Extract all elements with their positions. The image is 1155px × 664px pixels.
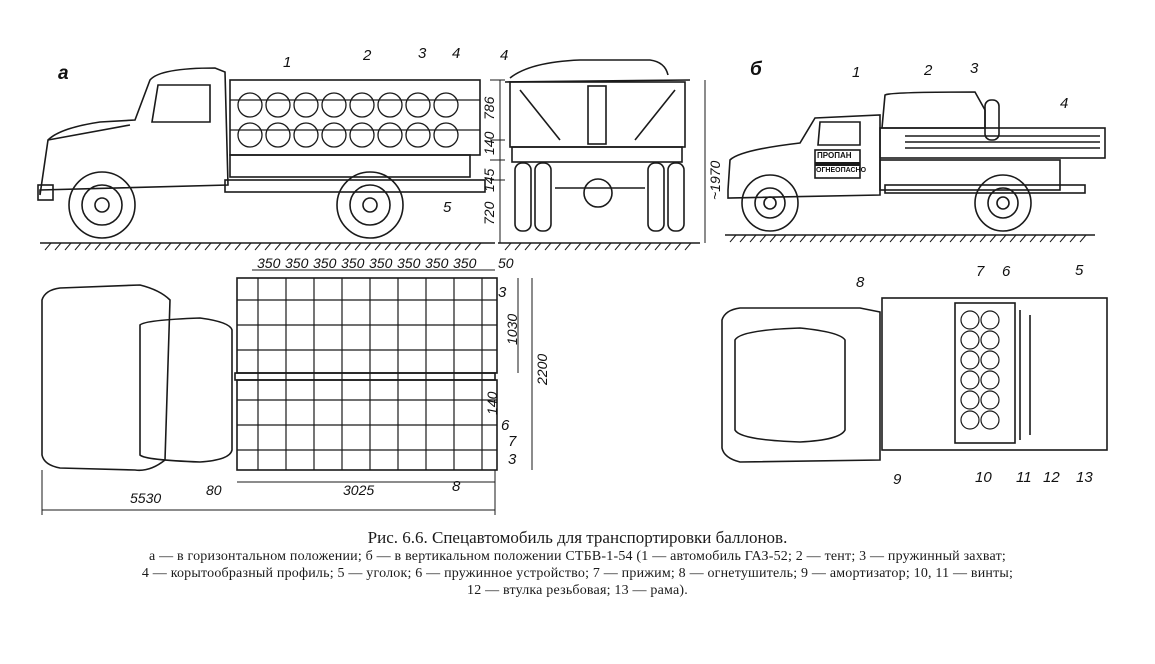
door-text-propane: ПРОПАН	[817, 151, 852, 160]
dim-5530: 5530	[130, 490, 162, 506]
top-label-8: 8	[452, 478, 461, 495]
top-label-6: 6	[501, 417, 510, 434]
dim-350: 350	[313, 255, 337, 271]
label-3: 3	[418, 45, 427, 62]
figure-legend-line-1: а — в горизонтальном положении; б — в ве…	[148, 549, 1007, 564]
dim-350: 350	[369, 255, 393, 271]
b-label-3: 3	[970, 60, 979, 77]
dim-720: 720	[481, 201, 497, 225]
truck-b-top	[721, 297, 1108, 463]
dim-145: 145	[481, 168, 497, 192]
truck-a-rear	[504, 59, 706, 243]
b-top-label-5: 5	[1075, 262, 1084, 279]
dim-350: 350	[285, 255, 309, 271]
dim-350: 350	[425, 255, 449, 271]
top-label-3b: 3	[508, 451, 517, 468]
label-5: 5	[443, 199, 452, 216]
b-label-2: 2	[924, 62, 933, 79]
rear-label-4: 4	[500, 47, 509, 64]
dim-350: 350	[257, 255, 281, 271]
truck-a-top	[41, 269, 533, 515]
b-label-1: 1	[852, 64, 861, 81]
label-2: 2	[363, 47, 372, 64]
b-top-label-10: 10	[975, 469, 992, 486]
panel-b-letter: б	[750, 59, 762, 80]
figure-title: Рис. 6.6. Спецавтомобиль для транспортир…	[367, 528, 788, 547]
dim-350: 350	[453, 255, 477, 271]
figure-legend-line-3: 12 — втулка резьбовая; 13 — рама).	[467, 583, 688, 598]
b-top-label-6: 6	[1002, 263, 1011, 280]
dimension-lines-a-side	[490, 79, 505, 243]
top-label-7: 7	[508, 433, 517, 450]
b-top-label-7: 7	[976, 263, 985, 280]
label-4: 4	[452, 45, 461, 62]
figure-legend-line-2: 4 — корытообразный профиль; 5 — уголок; …	[141, 566, 1014, 581]
ground-hatch	[40, 234, 1095, 251]
b-label-4: 4	[1060, 95, 1069, 112]
b-top-label-8: 8	[856, 274, 865, 291]
dim-1970: ~1970	[707, 160, 723, 200]
label-1: 1	[283, 54, 292, 71]
dim-140-top: 140	[484, 391, 500, 415]
panel-a-letter: а	[58, 63, 69, 84]
b-top-label-13: 13	[1076, 469, 1093, 486]
dim-3025: 3025	[343, 482, 375, 498]
b-top-label-9: 9	[893, 471, 902, 488]
dim-80: 80	[206, 482, 222, 498]
b-top-label-12: 12	[1043, 469, 1060, 486]
dim-2200: 2200	[534, 353, 550, 385]
dim-50: 50	[498, 255, 514, 271]
truck-a-side	[37, 67, 486, 239]
b-top-label-11: 11	[1016, 469, 1032, 486]
dim-350: 350	[341, 255, 365, 271]
top-label-3: 3	[498, 284, 507, 301]
door-text-flammable: ОГНЕОПАСНО	[816, 167, 867, 174]
truck-b-side	[727, 91, 1106, 232]
dim-1030: 1030	[504, 313, 520, 345]
dim-140: 140	[481, 131, 497, 155]
dim-350: 350	[397, 255, 421, 271]
dim-786: 786	[481, 96, 497, 120]
